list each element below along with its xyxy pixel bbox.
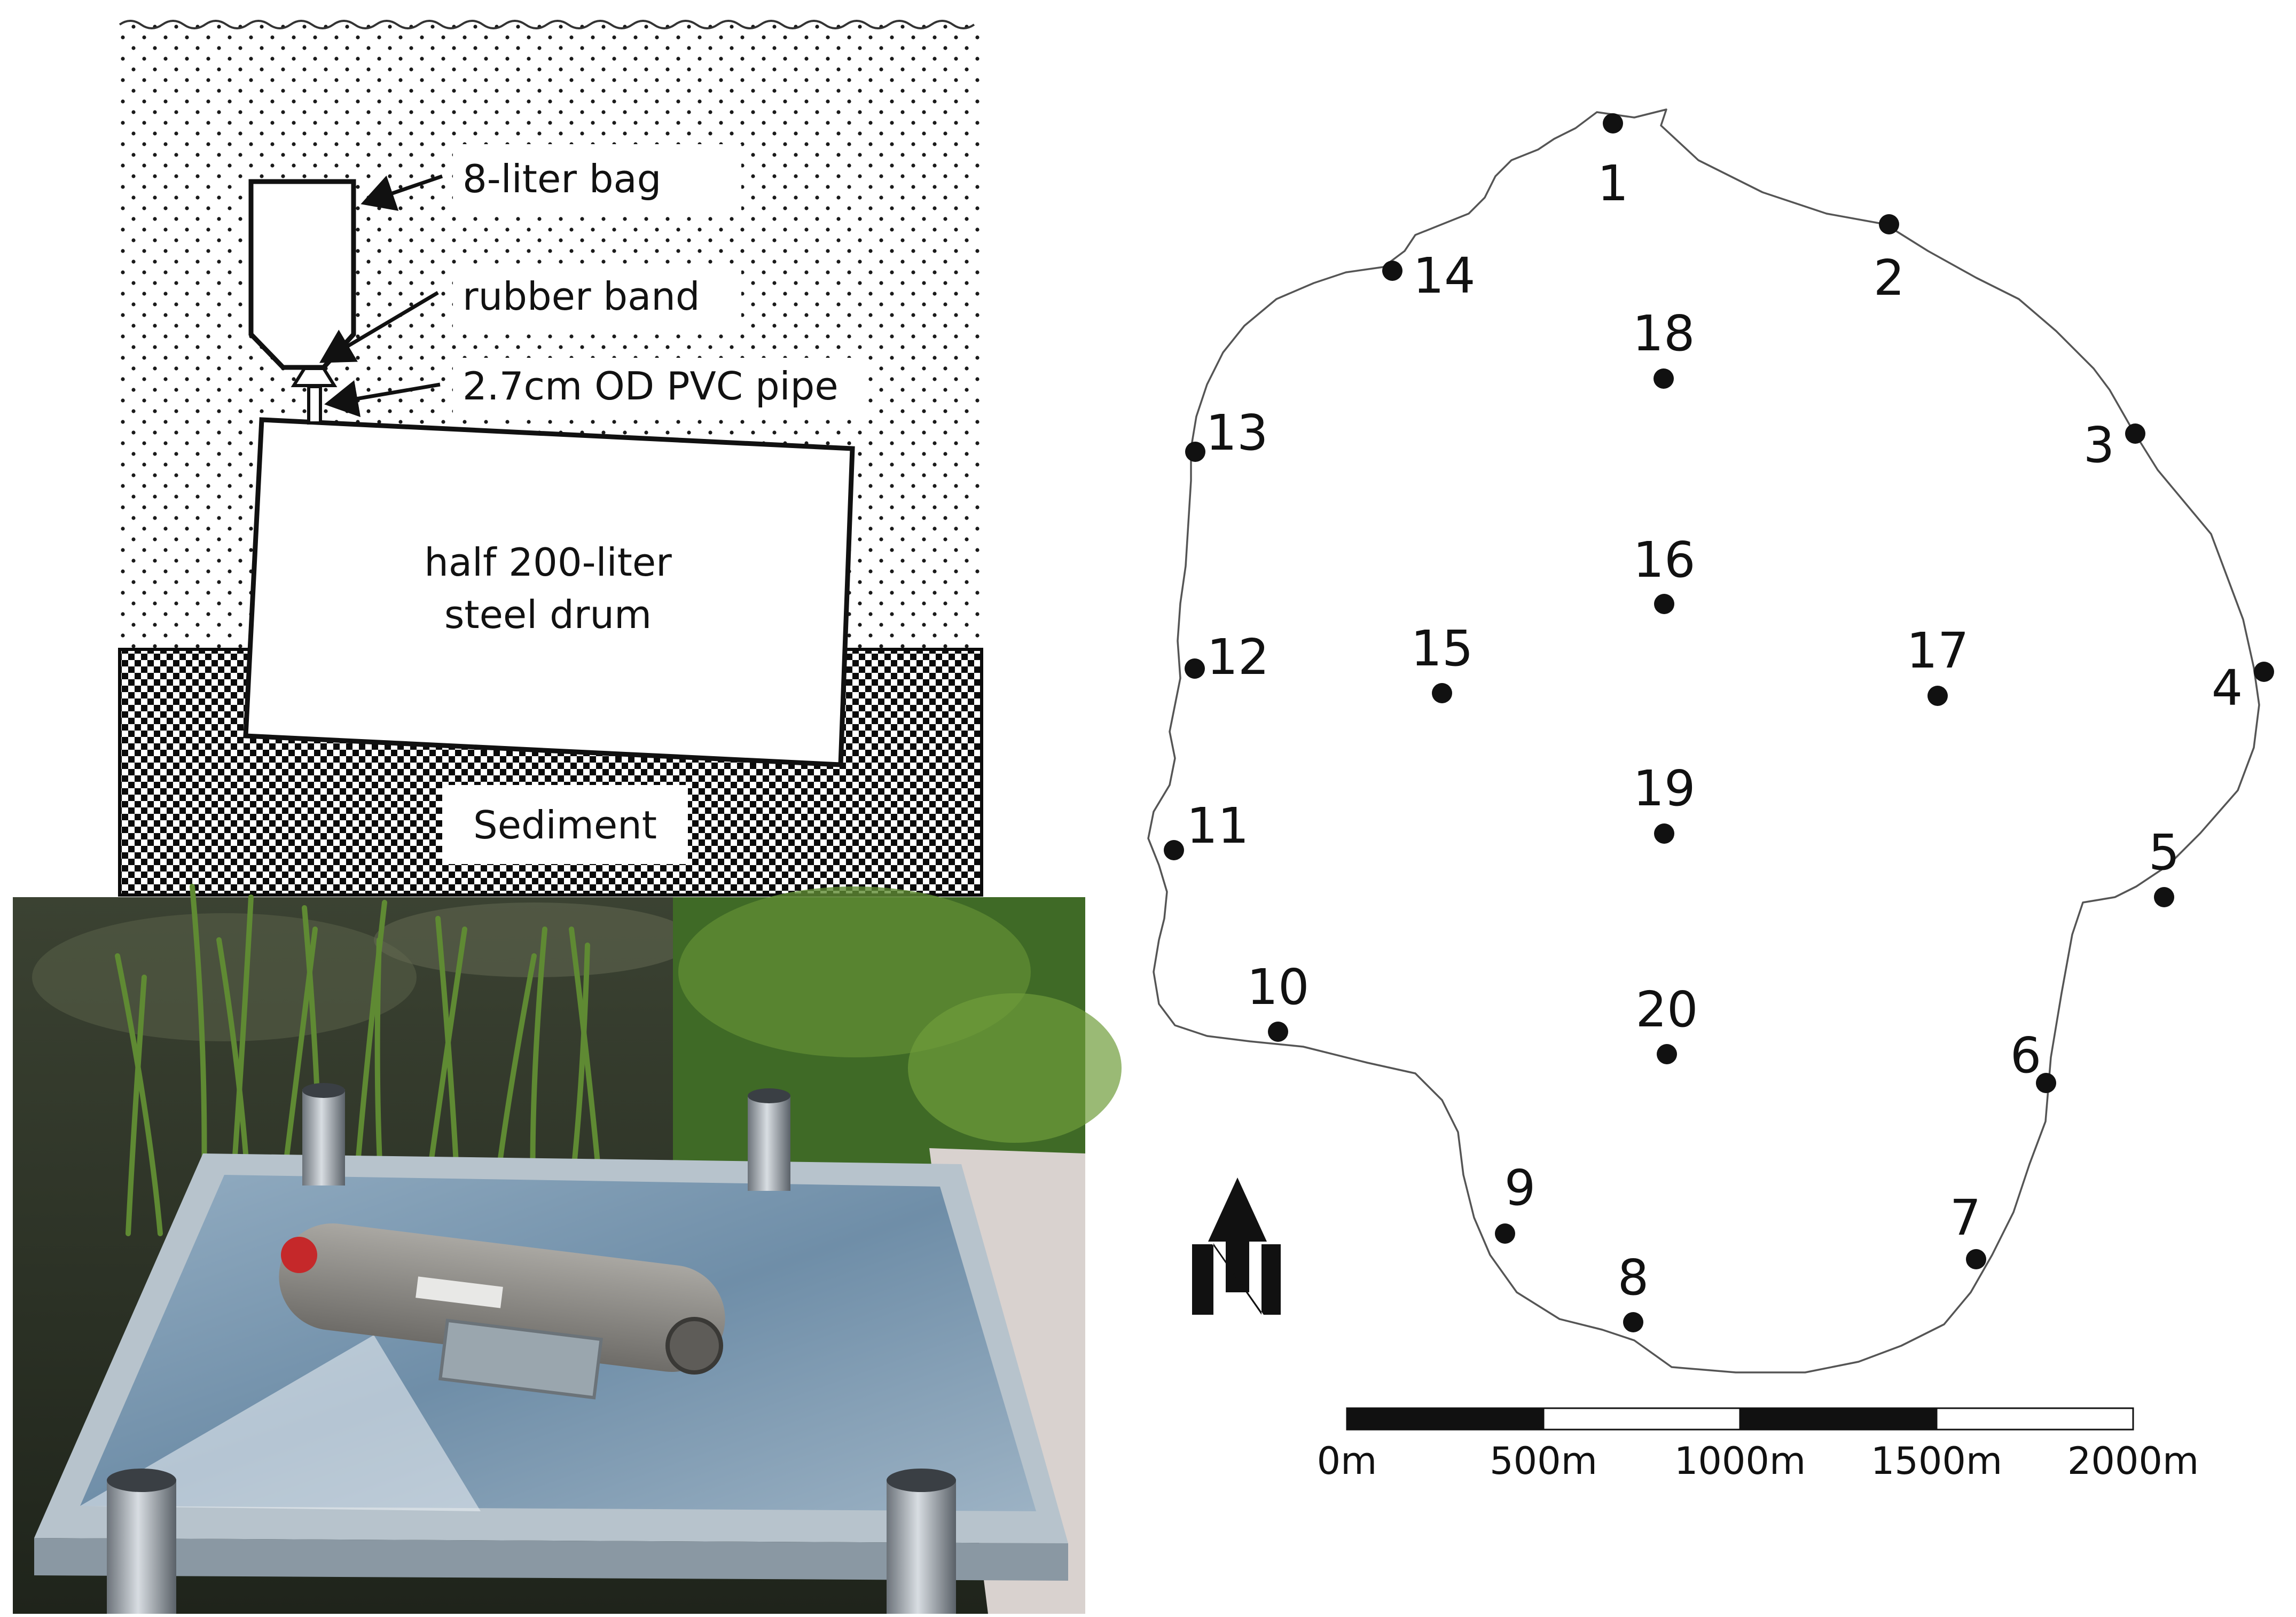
device-bracket [438,1318,603,1400]
scale-label-2000: 2000m [2067,1439,2199,1483]
site-8-marker [1623,1312,1643,1332]
scale-seg-2 [1542,1407,1741,1431]
water-reflection-2 [374,902,694,977]
device-photo [13,884,1122,1614]
site-20-label: 20 [1635,981,1698,1038]
drum-label-line2: steel drum [444,592,652,637]
post-front-right-top [887,1469,956,1492]
deployment-schematic: 8-liter bag rubber band 2.7cm OD PVC pip… [118,20,983,897]
band-label-bg [453,264,741,330]
plate-edge [34,1538,1068,1581]
drum-label-line1: half 200-liter [424,540,672,585]
site-4-marker [2254,662,2274,682]
post-front-right [887,1479,956,1614]
sediment-label: Sediment [473,803,657,847]
site-8-label: 8 [1618,1249,1649,1306]
plate-glare [80,1335,481,1511]
site-3-label: 3 [2083,417,2115,474]
site-4-label: 4 [2212,660,2243,717]
scale-label-500: 500m [1490,1439,1597,1483]
sample-bag [248,179,356,370]
site-2-label: 2 [1874,249,1905,307]
post-back-right [748,1095,790,1191]
site-13-label: 13 [1205,404,1268,461]
pipe-label-bg [453,358,864,418]
site-16-label: 16 [1633,531,1695,588]
site-7-label: 7 [1950,1189,1981,1246]
post-front-left-top [107,1469,176,1492]
pipe-label: 2.7cm OD PVC pipe [463,364,839,409]
site-1-label: 1 [1597,155,1629,212]
site-15-marker [1432,683,1452,703]
north-arrow-icon [1192,1178,1281,1315]
site-11-label: 11 [1186,797,1249,854]
site-18-label: 18 [1632,305,1695,362]
device-end-cap [665,1317,723,1375]
device-label-sticker [416,1276,503,1308]
scale-label-1000: 1000m [1674,1439,1806,1483]
site-17-label: 17 [1906,622,1969,679]
pvc-pipe [307,385,322,425]
device-red-cap [281,1237,317,1273]
site-10-label: 10 [1247,959,1309,1016]
site-7-marker [1966,1249,1986,1269]
site-6-label: 6 [2010,1027,2042,1084]
site-10-marker [1268,1022,1288,1042]
site-19-label: 19 [1633,760,1695,817]
post-back-left-top [302,1083,345,1098]
logger-device [279,1223,725,1372]
site-9-label: 9 [1504,1159,1536,1216]
site-12-marker [1185,658,1205,679]
site-15-label: 15 [1410,620,1473,677]
site-18-marker [1654,368,1674,389]
bag-label: 8-liter bag [463,156,661,201]
site-1-marker [1603,113,1623,134]
band-arrow [319,291,439,363]
scale-seg-3 [1739,1407,1938,1431]
site-19-marker [1654,823,1674,844]
site-20-marker [1657,1044,1677,1064]
sediment-label-bg [442,785,688,864]
steel-drum [243,417,855,767]
scale-label-1500: 1500m [1871,1439,2002,1483]
site-6-marker [2036,1073,2056,1093]
post-front-left [107,1479,176,1614]
site-5-label: 5 [2149,824,2180,881]
pipe-arrow [324,380,441,418]
site-2-marker [1879,214,1899,234]
site-9-marker [1495,1223,1515,1244]
site-13-marker [1185,442,1205,462]
post-back-left [302,1089,345,1186]
site-3-marker [2125,423,2145,444]
scale-label-0: 0m [1317,1439,1377,1483]
scale-bar: 0m 500m 1000m 1500m 2000m [1317,1407,2199,1483]
site-12-label: 12 [1206,629,1269,686]
site-17-marker [1927,686,1948,706]
water-surface-line [119,20,975,29]
band-label: rubber band [463,274,700,319]
site-14-marker [1382,261,1402,281]
site-5-marker [2154,887,2174,907]
post-back-right-top [748,1088,790,1103]
scale-seg-1 [1346,1407,1545,1431]
site-11-marker [1164,840,1184,860]
site-16-marker [1654,594,1674,614]
bush-highlight-2 [908,993,1122,1143]
lake-outline [1147,108,2260,1373]
scale-seg-4 [1935,1407,2134,1431]
site-14-label: 14 [1413,247,1475,304]
bag-label-bg [453,144,741,214]
bag-arrow [361,174,443,211]
